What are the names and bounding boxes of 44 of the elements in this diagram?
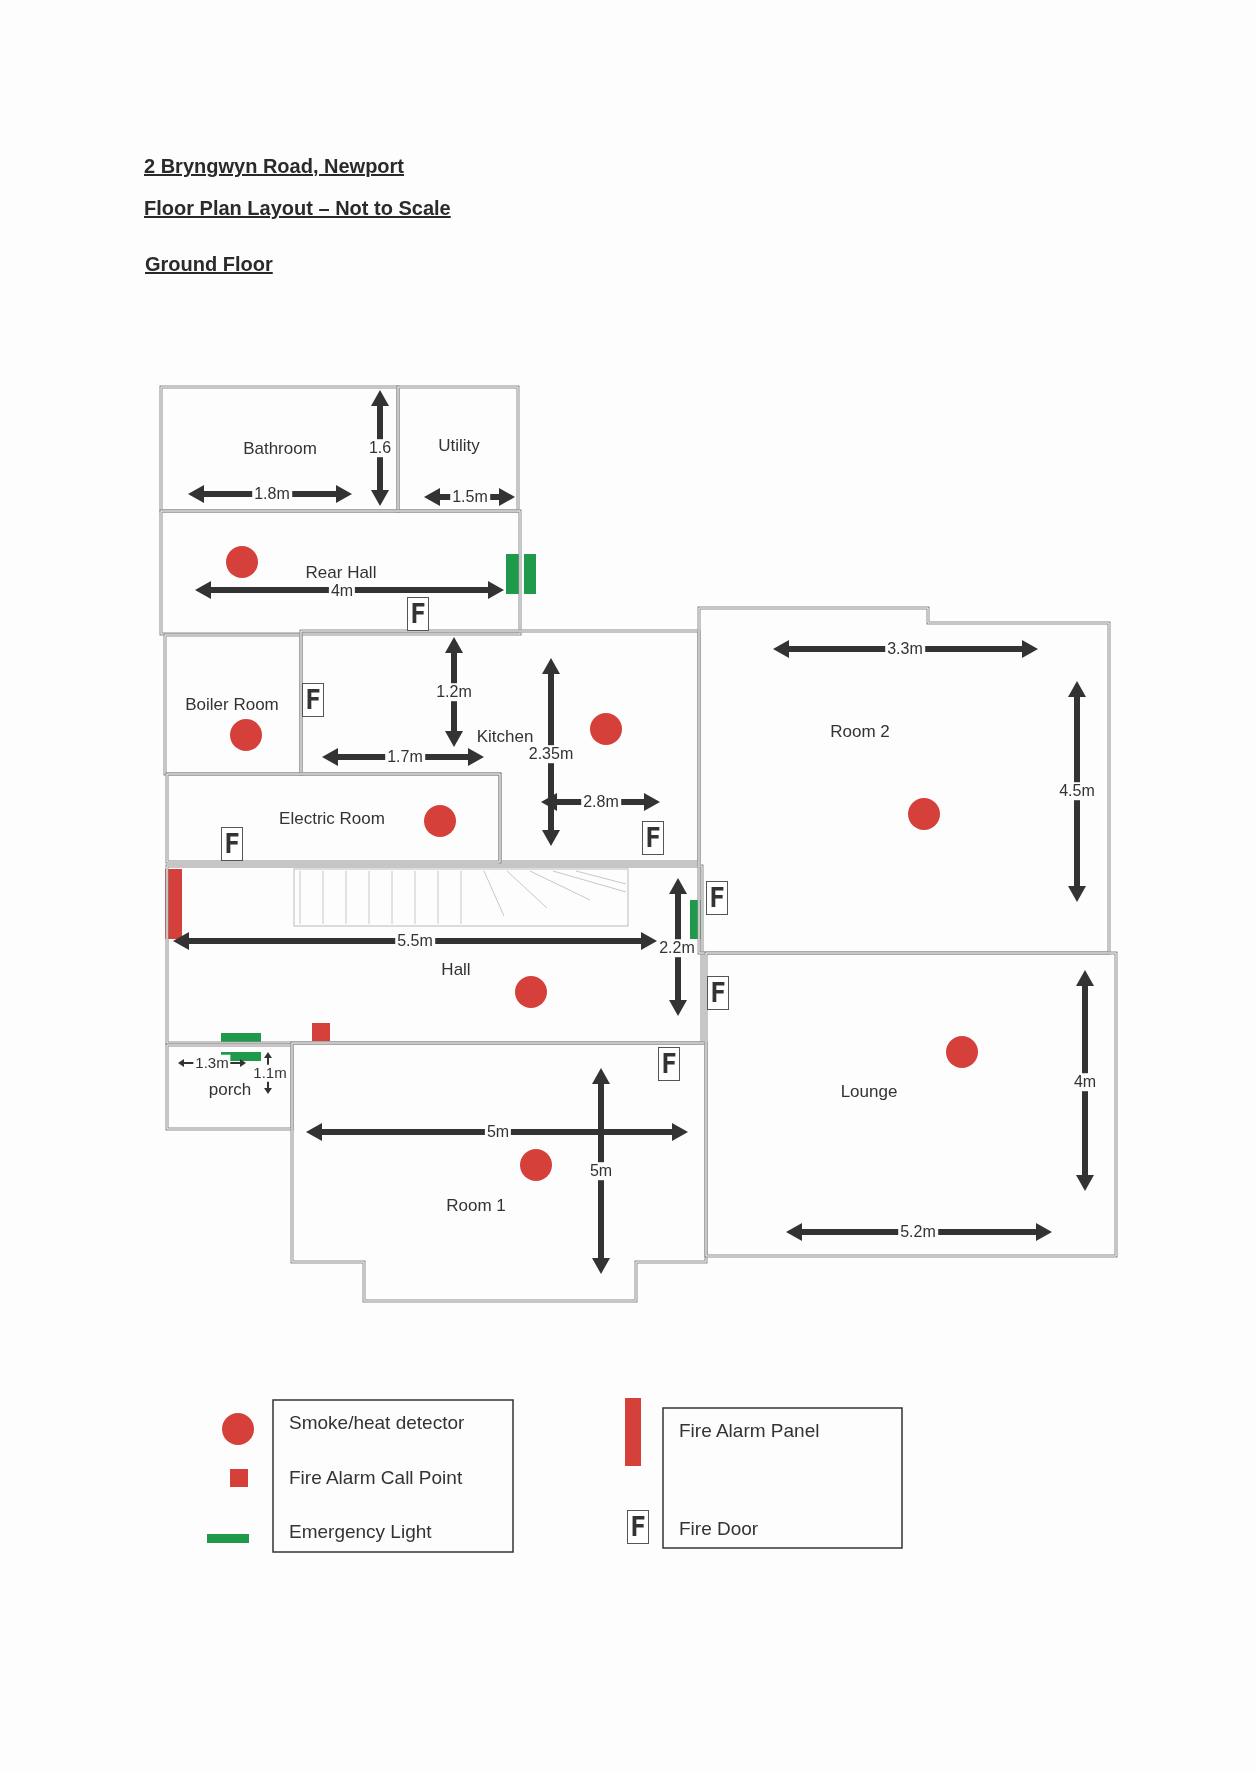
fire-door-sign: F — [302, 683, 324, 717]
legend-label: Fire Door — [679, 1518, 759, 1540]
legend-label: Fire Alarm Call Point — [289, 1467, 463, 1489]
room-area — [706, 953, 1116, 1256]
legend-label: Emergency Light — [289, 1521, 432, 1543]
fire-door-sign: F — [642, 821, 664, 855]
dimension-label: 2.2m — [657, 939, 697, 957]
fire-door-sign: F — [221, 827, 243, 861]
heading: Floor Plan Layout – Not to Scale — [144, 197, 451, 220]
room-name: Room 2 — [830, 722, 890, 742]
room-name: Rear Hall — [305, 563, 377, 583]
dimension-label: 5m — [587, 1162, 615, 1180]
room-name: Boiler Room — [185, 695, 279, 715]
room-name: Utility — [438, 436, 480, 456]
dimension-label: 1.1m — [251, 1064, 289, 1082]
legend-label: Smoke/heat detector — [289, 1412, 465, 1434]
room-area — [167, 1045, 292, 1129]
room-area — [161, 387, 398, 511]
room-area — [292, 1043, 706, 1301]
fire-door-sign: F — [707, 976, 729, 1010]
room-name: Kitchen — [476, 727, 534, 747]
room-name: Electric Room — [279, 809, 385, 829]
room-name: Hall — [441, 960, 471, 980]
legend-label: Fire Alarm Panel — [679, 1420, 820, 1442]
dimension-label: 4m — [1071, 1073, 1099, 1091]
fire-door-sign: F — [658, 1047, 680, 1081]
fire-door-sign: F — [627, 1510, 649, 1544]
room-area — [699, 608, 1109, 953]
heading: Ground Floor — [145, 253, 273, 276]
fire-door-sign: F — [407, 597, 429, 631]
dimension-label: 4.5m — [1057, 782, 1097, 800]
page-title: 2 Bryngwyn Road, Newport — [144, 155, 405, 178]
room-name: porch — [208, 1080, 252, 1100]
room-name: Lounge — [840, 1082, 898, 1102]
room-area — [167, 866, 702, 1043]
fire-door-sign: F — [706, 881, 728, 915]
room-area — [167, 774, 500, 862]
room-area — [398, 387, 518, 511]
dimension-label: 2.35m — [526, 745, 576, 763]
room-area — [161, 511, 520, 634]
room-name: Room 1 — [446, 1196, 506, 1216]
dimension-label: 1.2m — [434, 683, 474, 701]
room-name: Bathroom — [243, 439, 317, 459]
room-area — [165, 635, 301, 774]
